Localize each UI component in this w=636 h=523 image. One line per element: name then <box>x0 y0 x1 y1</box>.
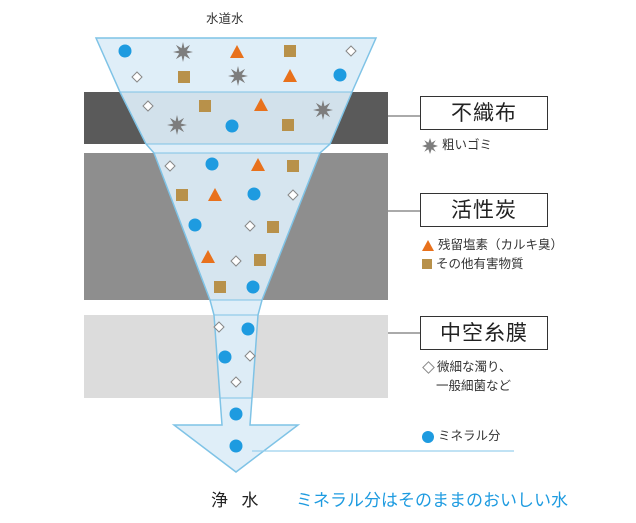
particles <box>118 42 357 453</box>
hollow-fiber-label: 中空糸膜 <box>440 320 528 345</box>
turbidity-particle <box>244 220 256 232</box>
harmful-particle <box>176 189 188 201</box>
carbon-label-box: 活性炭 <box>420 193 548 227</box>
dust-particle <box>173 42 193 62</box>
dust-particle <box>228 66 248 86</box>
harmful-particle <box>178 71 190 83</box>
triangle-icon <box>422 240 434 251</box>
turbidity-particle <box>244 350 256 362</box>
mineral-particle <box>229 439 243 453</box>
chlorine-particle <box>251 158 265 171</box>
mineral-particle <box>188 218 202 232</box>
turbidity-particle <box>230 255 242 267</box>
mineral-particle <box>218 350 232 364</box>
legend-turbidity: 微細な濁り、 一般細菌など <box>422 358 512 396</box>
chlorine-particle <box>254 98 268 111</box>
chlorine-particle <box>283 69 297 82</box>
star-icon <box>422 137 438 154</box>
chlorine-particle <box>208 188 222 201</box>
turbidity-particle <box>230 376 242 388</box>
circle-icon <box>422 430 434 443</box>
mineral-particle <box>205 157 219 171</box>
harmful-particle <box>282 119 294 131</box>
nonwoven-label: 不織布 <box>451 100 517 125</box>
chlorine-particle <box>230 45 244 58</box>
harmful-particle <box>284 45 296 57</box>
hollow-fiber-label-box: 中空糸膜 <box>420 316 548 350</box>
nonwoven-label-box: 不織布 <box>420 96 548 130</box>
harmful-particle <box>254 254 266 266</box>
mineral-particle <box>118 44 132 58</box>
turbidity-particle <box>287 189 299 201</box>
carbon-label: 活性炭 <box>451 197 517 222</box>
square-icon <box>422 259 432 270</box>
legend-minerals: ミネラル分 <box>422 427 501 446</box>
dust-particle <box>167 115 187 135</box>
turbidity-particle <box>213 321 225 333</box>
legend-carbon-targets: 残留塩素（カルキ臭） その他有害物質 <box>422 236 563 274</box>
input-label: 水道水 <box>206 11 244 26</box>
legend-coarse-dust: 粗いゴミ <box>422 136 492 155</box>
chlorine-particle <box>201 250 215 263</box>
output-label: 浄 水 <box>211 491 263 511</box>
harmful-particle <box>214 281 226 293</box>
turbidity-particle <box>131 71 143 83</box>
water-funnel <box>94 37 378 473</box>
diamond-icon <box>422 361 435 374</box>
mineral-particle <box>333 68 347 82</box>
mineral-particle <box>229 407 243 421</box>
harmful-particle <box>199 100 211 112</box>
harmful-particle <box>267 221 279 233</box>
mineral-particle <box>246 280 260 294</box>
turbidity-particle <box>164 160 176 172</box>
mineral-particle <box>241 322 255 336</box>
output-description: ミネラル分はそのままのおいしい水 <box>296 491 568 511</box>
mineral-particle <box>247 187 261 201</box>
dust-particle <box>313 100 333 120</box>
harmful-particle <box>287 160 299 172</box>
turbidity-particle <box>345 45 357 57</box>
mineral-particle <box>225 119 239 133</box>
turbidity-particle <box>142 100 154 112</box>
